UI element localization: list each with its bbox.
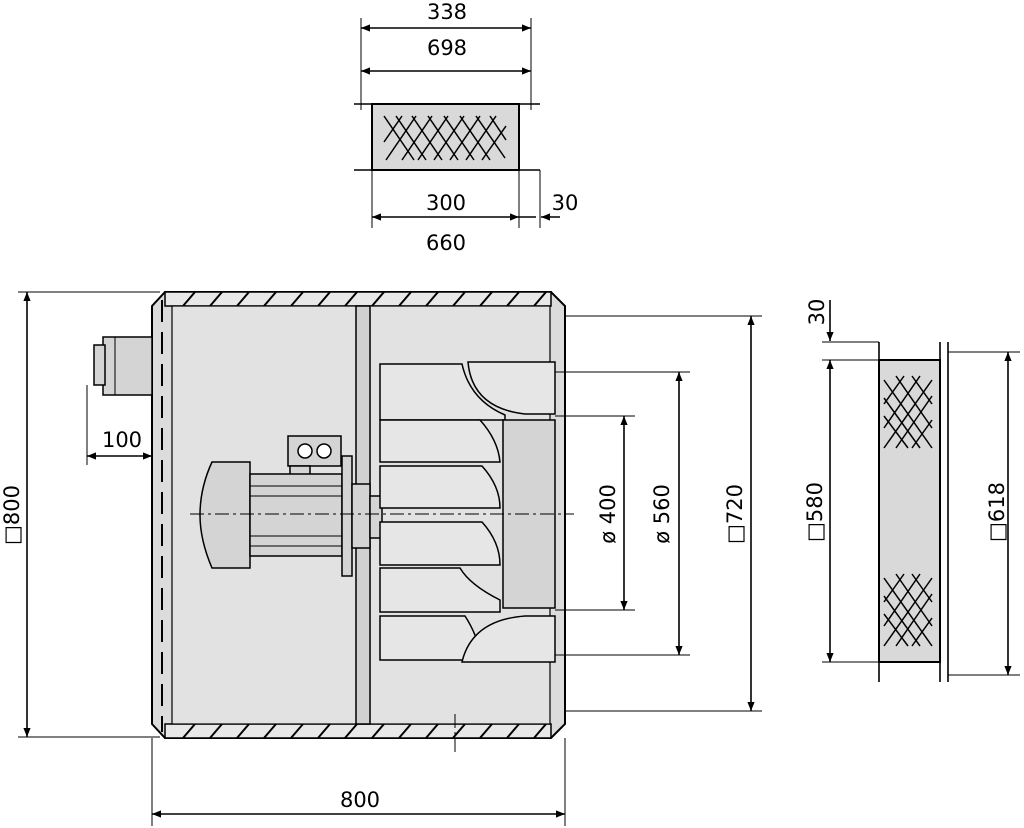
- frame-hatching: [182, 291, 547, 739]
- top-grille-box: [371, 103, 520, 171]
- front-view: □800 100: [0, 291, 762, 826]
- dim-label-580: □580: [803, 482, 827, 542]
- top-view: 338 698 300 30 660: [354, 0, 578, 255]
- motor-body: [249, 473, 343, 557]
- shaft-hub: [369, 495, 383, 539]
- dim-label-660: 660: [426, 231, 466, 255]
- side-grille-box: [878, 359, 941, 663]
- side-mesh-pattern: [883, 375, 933, 647]
- motor-terminal-box: [287, 435, 342, 467]
- dim-label-800-height: □800: [0, 485, 24, 545]
- dim-label-30-top: 30: [552, 191, 579, 215]
- dim-label-618: □618: [985, 482, 1009, 542]
- dim-label-400: ø 400: [596, 484, 620, 544]
- motor-flange: [341, 455, 353, 577]
- bottom-frame: [164, 723, 552, 739]
- dim-label-560: ø 560: [650, 484, 674, 544]
- motor: [199, 435, 383, 577]
- dim-label-720: □720: [723, 484, 747, 544]
- top-frame: [164, 291, 552, 307]
- impeller: [379, 361, 556, 663]
- motor-end-cap: [199, 461, 251, 569]
- dim-label-30-side: 30: [805, 299, 829, 326]
- top-mesh-pattern: [383, 115, 507, 161]
- dim-label-300: 300: [426, 191, 466, 215]
- side-terminal-box: [93, 336, 153, 396]
- terminal-screw-2: [316, 443, 332, 459]
- terminal-screw-1: [297, 443, 313, 459]
- dim-label-800-width: 800: [340, 788, 380, 812]
- side-view: 30 □580 □618: [803, 299, 1020, 682]
- dim-label-338: 338: [427, 0, 467, 24]
- dim-label-698: 698: [427, 36, 467, 60]
- dim-label-100: 100: [102, 428, 142, 452]
